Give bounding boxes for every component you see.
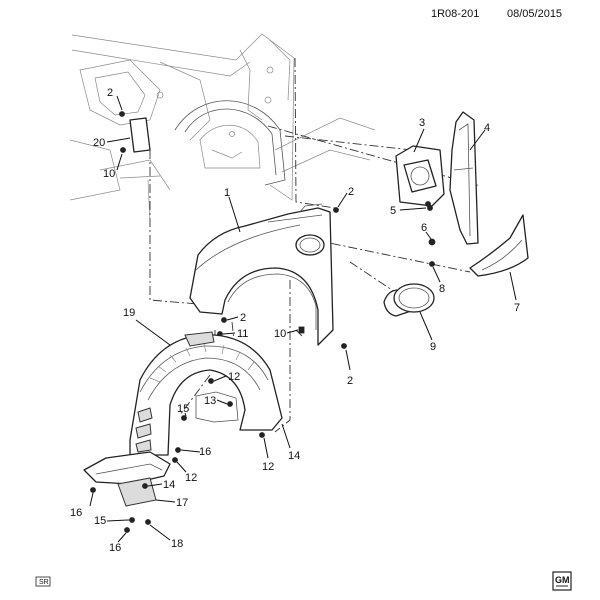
callout-17: 17: [176, 497, 188, 509]
splash-shield: [83, 451, 171, 507]
callout-8: 8: [439, 283, 445, 295]
sr-tag: SR: [35, 576, 51, 587]
pushpin-15-upper: [181, 415, 187, 421]
bracket-20: [119, 111, 151, 153]
callout-labels: 2 20 10 1 2 3 4 5 6 8 7 9 2 11 10 2 19 1…: [70, 87, 520, 554]
gm-logo: GM: [552, 571, 572, 591]
callout-11: 11: [237, 328, 248, 340]
diagram-code: 1R08-201: [431, 8, 479, 20]
clip-18: [145, 519, 151, 525]
fastener-2-rear: [341, 343, 347, 349]
callout-2a: 2: [107, 87, 113, 99]
fender-support: [449, 111, 479, 245]
wheelhouse-liner: [129, 331, 283, 456]
screw-12-mid: [172, 457, 178, 463]
fuel-filler-pocket: [395, 145, 445, 207]
nut-6: [428, 238, 436, 246]
screw-14-lower: [142, 483, 148, 489]
leader-lines: [89, 95, 517, 543]
callout-20: 20: [93, 137, 105, 149]
callout-18: 18: [171, 538, 183, 550]
callout-10a: 10: [103, 168, 115, 180]
gm-logo-text: GM: [555, 575, 570, 585]
callout-3: 3: [419, 117, 425, 129]
fastener-16-left: [90, 487, 96, 493]
fastener-2-upper: [119, 111, 125, 117]
callout-16b: 16: [70, 507, 82, 519]
callout-2d: 2: [347, 375, 353, 387]
clip-8: [429, 261, 435, 267]
pushpin-15-lower: [129, 517, 135, 523]
callout-14b: 14: [163, 479, 175, 491]
callout-16a: 16: [199, 446, 211, 458]
fastener-16-bottom: [124, 527, 130, 533]
callout-16c: 16: [109, 542, 121, 554]
pushpin-13: [227, 401, 233, 407]
fastener-10-upper: [120, 147, 126, 153]
callout-15a: 15: [177, 403, 189, 415]
callout-12a: 12: [228, 371, 240, 383]
screw-12-lower: [259, 432, 265, 438]
callout-1: 1: [224, 187, 230, 199]
body-structure-background: [69, 33, 376, 223]
screw-12-upper: [208, 378, 214, 384]
callout-15b: 15: [94, 515, 106, 527]
callout-2b: 2: [348, 186, 354, 198]
front-fender: [189, 203, 334, 346]
callout-10b: 10: [274, 328, 286, 340]
fastener-2: [333, 207, 339, 213]
callout-6: 6: [421, 222, 427, 234]
fender-molding: [469, 214, 529, 277]
diagram-date: 08/05/2015: [507, 8, 562, 20]
callout-14a: 14: [288, 450, 300, 462]
liner-fasteners: [90, 378, 265, 533]
clip-10: [298, 326, 305, 334]
callout-9: 9: [430, 341, 436, 353]
fastener-16-right: [175, 447, 181, 453]
callout-4: 4: [484, 122, 490, 134]
fastener-5: [427, 205, 433, 211]
callout-12b: 12: [185, 472, 197, 484]
callout-5: 5: [390, 205, 396, 217]
fasteners: [217, 205, 436, 349]
callout-19: 19: [123, 307, 135, 319]
callout-2c: 2: [240, 312, 246, 324]
fastener-2-lower: [221, 317, 227, 323]
callout-7: 7: [514, 302, 520, 314]
fuel-filler-door: [383, 283, 435, 317]
sr-tag-text: SR: [39, 579, 49, 586]
callout-13: 13: [204, 395, 216, 407]
callout-12c: 12: [262, 461, 274, 473]
